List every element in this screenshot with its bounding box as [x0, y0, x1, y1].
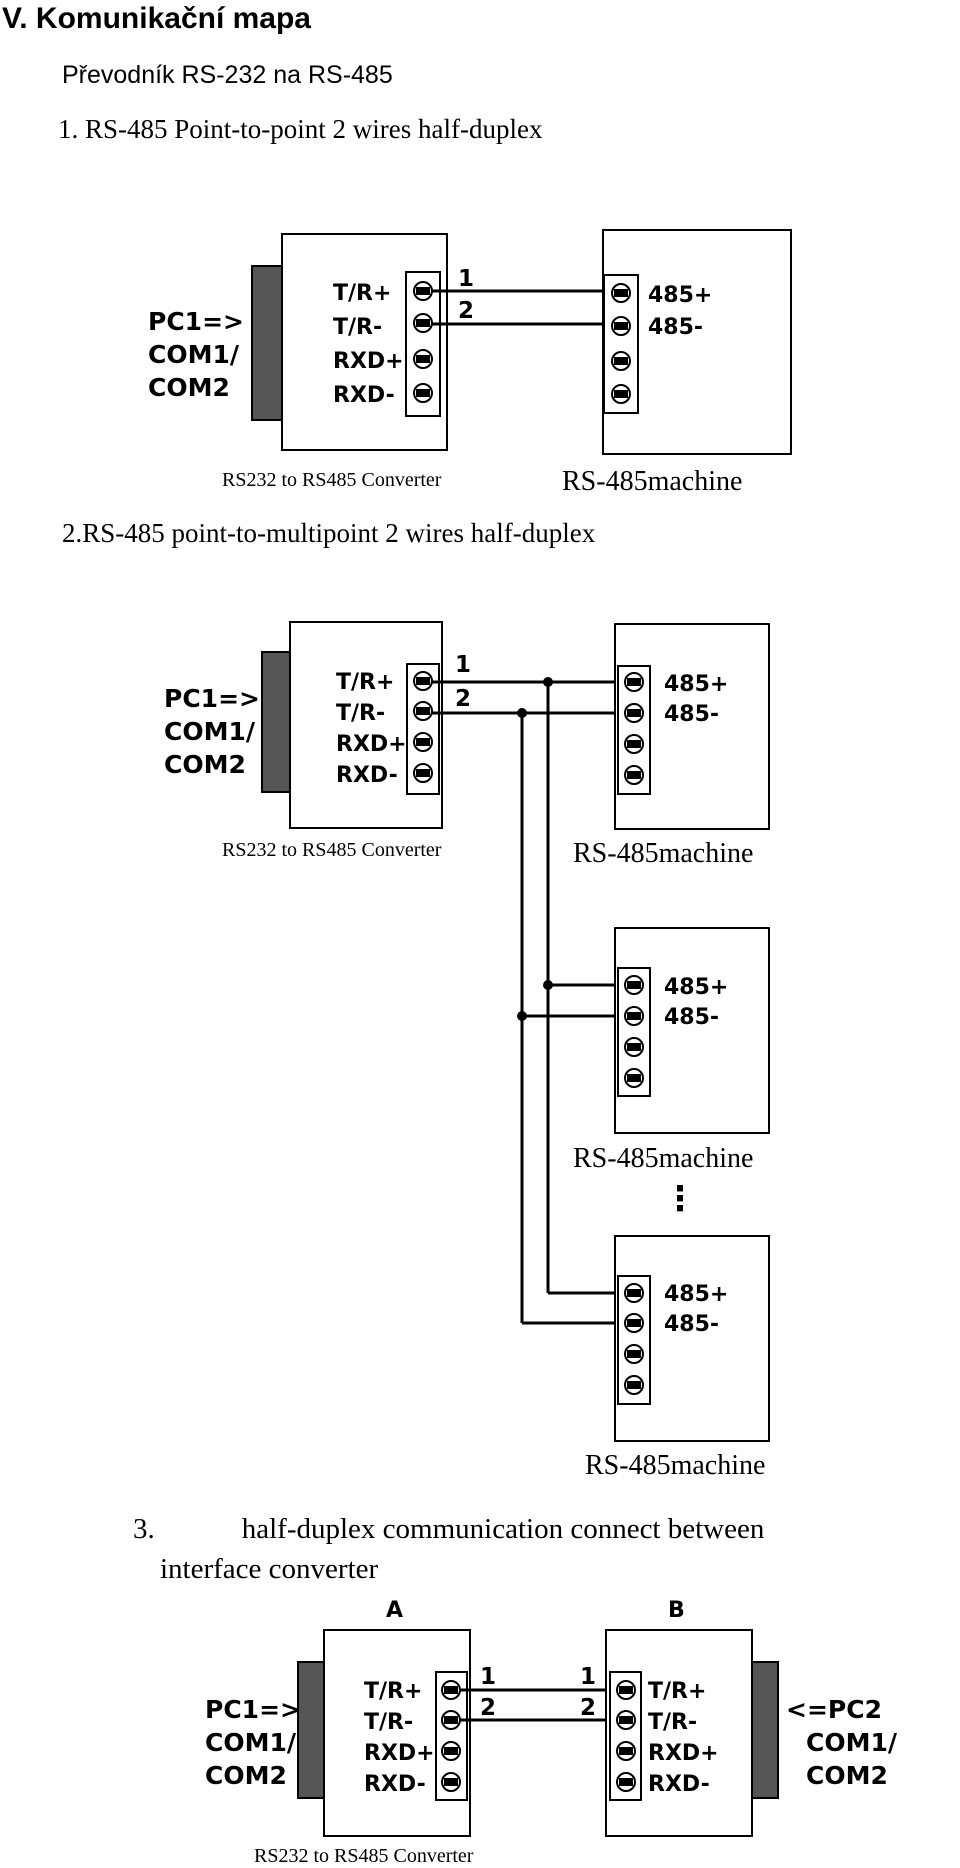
pc-label-line2: COM1/ [164, 717, 256, 746]
pc2-label-line2: COM1/ [806, 1728, 898, 1757]
converter-b-label: B [668, 1598, 685, 1623]
machine-terminal-label: 485- [664, 1005, 719, 1030]
serial-connector [261, 651, 291, 793]
junction-dot [517, 708, 527, 718]
wire-number: 2 [480, 1695, 496, 1721]
wire-number: 2 [580, 1695, 596, 1721]
wire-number: 1 [480, 1664, 496, 1690]
terminal-label: RXD+ [648, 1741, 719, 1766]
terminal-label: T/R- [333, 315, 382, 340]
machine-terminal-label: 485- [664, 702, 719, 727]
ellipsis-icon: ⋮ [663, 1179, 697, 1219]
pc-label-line3: COM2 [164, 750, 246, 779]
page-subheading: Převodník RS-232 na RS-485 [62, 61, 393, 89]
section2-diagram: PC1=> COM1/ COM2 T/R+ T/R- RXD+ RXD- 1 2 [164, 621, 770, 1481]
machine-terminal-label: 485- [648, 315, 703, 340]
pc1-label-line3: COM2 [205, 1761, 287, 1790]
section3-diagram: A B PC1=> COM1/ COM2 T/R+ T/R- RXD+ RXD-… [205, 1598, 898, 1867]
section2-title: 2.RS-485 point-to-multipoint 2 wires hal… [62, 518, 596, 548]
machine-caption: RS-485machine [573, 838, 753, 869]
machine-terminal-label: 485- [664, 1312, 719, 1337]
terminal-label: RXD+ [333, 349, 404, 374]
wire-number: 2 [455, 686, 471, 712]
machine-caption: RS-485machine [585, 1450, 765, 1481]
pc2-label-line3: COM2 [806, 1761, 888, 1790]
screw-terminals [441, 1680, 461, 1792]
pc1-label-line2: COM1/ [205, 1728, 297, 1757]
serial-connector [751, 1661, 779, 1799]
terminal-label: T/R+ [648, 1679, 706, 1704]
converter-caption: RS232 to RS485 Converter [222, 839, 442, 861]
machine-terminal-label: 485+ [664, 1282, 728, 1307]
pc-label-line3: COM2 [148, 373, 230, 402]
wire-number: 1 [458, 266, 474, 292]
terminal-label: T/R- [648, 1710, 697, 1735]
junction-dot [543, 677, 553, 687]
machine-caption: RS-485machine [562, 466, 742, 497]
machine-terminal-label: 485+ [664, 672, 728, 697]
terminal-label: RXD- [364, 1772, 426, 1797]
terminal-label: RXD- [333, 383, 395, 408]
pc-label-line1: PC1=> [148, 307, 244, 336]
machine-terminal-label: 485+ [648, 283, 712, 308]
terminal-label: T/R+ [364, 1679, 422, 1704]
converter-a-label: A [386, 1598, 403, 1623]
wire-number: 1 [580, 1664, 596, 1690]
converter-caption: RS232 to RS485 Converter [222, 469, 442, 491]
screw-terminals [413, 671, 433, 783]
pc-label-line2: COM1/ [148, 340, 240, 369]
terminal-label: RXD- [336, 763, 398, 788]
terminal-label: T/R+ [336, 670, 394, 695]
machine-caption: RS-485machine [573, 1143, 753, 1174]
pc1-label-line1: PC1=> [205, 1695, 301, 1724]
machine-screw-terminals [611, 283, 631, 404]
section3-title-line1: 3. half-duplex communication connect bet… [133, 1513, 765, 1545]
terminal-label: RXD+ [364, 1741, 435, 1766]
machine-terminal-label: 485+ [664, 975, 728, 1000]
page-heading: V. Komunikační mapa [2, 2, 311, 35]
screw-terminals [616, 1680, 636, 1792]
section1-diagram: PC1=> COM1/ COM2 T/R+ T/R- RXD+ RXD- 1 2… [148, 229, 792, 497]
pc-label-line1: PC1=> [164, 684, 260, 713]
terminal-label: T/R+ [333, 281, 391, 306]
section1-title: 1. RS-485 Point-to-point 2 wires half-du… [58, 114, 543, 144]
machine-1: 485+ 485- [614, 623, 770, 830]
screw-terminals [413, 281, 433, 403]
wire-number: 1 [455, 652, 471, 678]
terminal-label: T/R- [336, 701, 385, 726]
terminal-label: T/R- [364, 1710, 413, 1735]
terminal-label: RXD+ [336, 732, 407, 757]
serial-connector [297, 1661, 325, 1799]
wire-number: 2 [458, 298, 474, 324]
converter-caption: RS232 to RS485 Converter [254, 1845, 474, 1867]
pc2-label-line1: <=PC2 [786, 1695, 882, 1724]
serial-connector [251, 265, 283, 421]
machine-2: 485+ 485- [614, 927, 770, 1134]
terminal-label: RXD- [648, 1772, 710, 1797]
machine-3: 485+ 485- [614, 1235, 770, 1442]
section3-title-line2: interface converter [160, 1553, 378, 1585]
